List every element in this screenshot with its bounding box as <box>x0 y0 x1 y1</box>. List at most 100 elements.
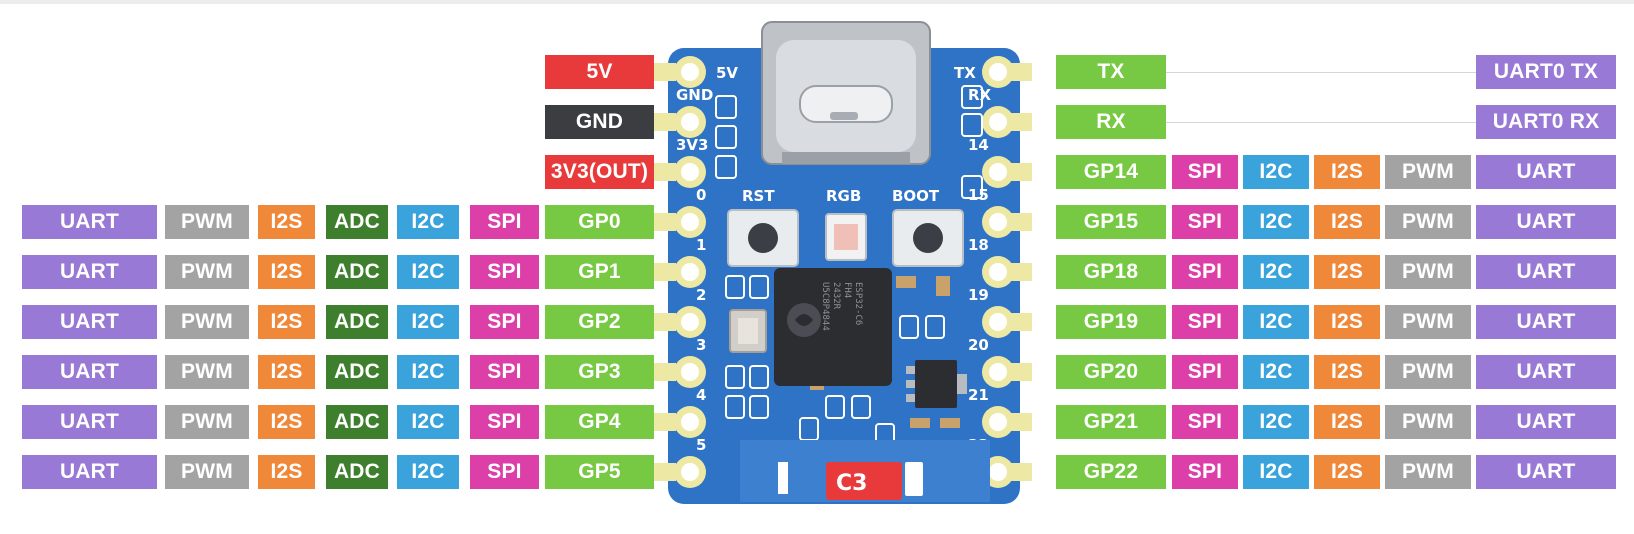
smd-footprint <box>851 395 871 419</box>
gp3-uart-tag: UART <box>22 355 157 389</box>
gp18-uart-tag: UART <box>1476 255 1616 289</box>
left-pin-header <box>654 363 676 381</box>
right-pin-header <box>1010 113 1032 131</box>
left-pin-header <box>654 463 676 481</box>
right-pin-header <box>1010 263 1032 281</box>
gp15-i2c-tag: I2C <box>1243 205 1309 239</box>
gp5-i2c-tag: I2C <box>397 455 459 489</box>
gp22-spi-tag: SPI <box>1172 455 1238 489</box>
gp3-i2s-tag: I2S <box>258 355 315 389</box>
gp19-uart-tag: UART <box>1476 305 1616 339</box>
uart0-rx-tag: UART0 RX <box>1476 105 1616 139</box>
gp21-pwm-tag: PWM <box>1385 405 1471 439</box>
gp21-i2c-tag: I2C <box>1243 405 1309 439</box>
left-pin-pads <box>654 56 706 488</box>
connector-line-tx <box>1166 72 1476 73</box>
gp14-spi-tag: SPI <box>1172 155 1238 189</box>
gp19-spi-tag: SPI <box>1172 305 1238 339</box>
pin-label-gp5: GP5 <box>545 455 654 489</box>
left-pin-header <box>654 113 676 131</box>
c3-module-label: C3 <box>836 471 867 496</box>
left-pad-hole <box>681 313 699 331</box>
gp22-i2c-tag: I2C <box>1243 455 1309 489</box>
left-silk-1: 1 <box>696 236 706 254</box>
right-silk-18: 18 <box>968 236 989 254</box>
gp3-spi-tag: SPI <box>470 355 539 389</box>
gp20-i2c-tag: I2C <box>1243 355 1309 389</box>
left-pin-header <box>654 263 676 281</box>
gp4-adc-tag: ADC <box>326 405 388 439</box>
gp4-i2s-tag: I2S <box>258 405 315 439</box>
left-silk-3v3: 3V3 <box>676 136 708 154</box>
right-pin-header <box>1010 463 1032 481</box>
left-silk-4: 4 <box>696 386 706 404</box>
gp2-uart-tag: UART <box>22 305 157 339</box>
pin-label-gp22: GP22 <box>1056 455 1166 489</box>
gp18-spi-tag: SPI <box>1172 255 1238 289</box>
left-pin-header <box>654 413 676 431</box>
right-pad-hole <box>989 113 1007 131</box>
gp4-uart-tag: UART <box>22 405 157 439</box>
gp18-pwm-tag: PWM <box>1385 255 1471 289</box>
gp15-spi-tag: SPI <box>1172 205 1238 239</box>
pin-label-gnd: GND <box>545 105 654 139</box>
boot-silk-label: BOOT <box>892 187 940 205</box>
chip-marking-line: U5C8P4844 <box>820 282 830 331</box>
left-pad-hole <box>681 463 699 481</box>
gp3-adc-tag: ADC <box>326 355 388 389</box>
left-pin-header <box>654 163 676 181</box>
right-pin-header <box>1010 213 1032 231</box>
gp0-i2c-tag: I2C <box>397 205 459 239</box>
smd-footprint <box>899 315 919 339</box>
gp5-uart-tag: UART <box>22 455 157 489</box>
smd-footprint <box>749 275 769 299</box>
smd-capacitor <box>896 276 916 288</box>
rgb-led <box>825 213 867 261</box>
gp18-i2s-tag: I2S <box>1314 255 1380 289</box>
gp0-i2s-tag: I2S <box>258 205 315 239</box>
gp2-pwm-tag: PWM <box>165 305 249 339</box>
right-silk-15: 15 <box>968 186 989 204</box>
usb-c-connector <box>761 21 931 165</box>
pin-label-gp1: GP1 <box>545 255 654 289</box>
gp1-i2c-tag: I2C <box>397 255 459 289</box>
right-pad-hole <box>989 163 1007 181</box>
right-pin-header <box>1010 163 1032 181</box>
gp0-adc-tag: ADC <box>326 205 388 239</box>
left-pad-hole <box>681 63 699 81</box>
left-pad-hole <box>681 213 699 231</box>
gp19-pwm-tag: PWM <box>1385 305 1471 339</box>
right-silk-tx: TX <box>954 64 976 82</box>
chip-marking-line: FH4 <box>842 282 852 298</box>
right-silk-19: 19 <box>968 286 989 304</box>
gp4-pwm-tag: PWM <box>165 405 249 439</box>
gp14-i2s-tag: I2S <box>1314 155 1380 189</box>
smd-footprint <box>749 395 769 419</box>
smd-footprint <box>961 175 983 199</box>
gp1-adc-tag: ADC <box>326 255 388 289</box>
left-silk-5v: 5V <box>716 64 738 82</box>
right-pad-hole <box>989 313 1007 331</box>
right-silk-21: 21 <box>968 386 989 404</box>
smd-footprint <box>725 395 745 419</box>
pin-label-3v3-out: 3V3(OUT) <box>545 155 654 189</box>
left-silk-gnd: GND <box>676 86 713 104</box>
pin-label-gp4: GP4 <box>545 405 654 439</box>
smd-footprint <box>725 365 745 389</box>
right-silk-rx: RX <box>968 86 992 104</box>
antenna-area <box>740 440 990 502</box>
boot-button <box>892 209 964 267</box>
gp4-spi-tag: SPI <box>470 405 539 439</box>
right-pad-hole <box>989 263 1007 281</box>
smd-footprint <box>725 275 745 299</box>
gp18-i2c-tag: I2C <box>1243 255 1309 289</box>
gp15-uart-tag: UART <box>1476 205 1616 239</box>
left-pad-hole <box>681 363 699 381</box>
pin-label-gp19: GP19 <box>1056 305 1166 339</box>
smd-footprint <box>825 395 845 419</box>
pin-label-5v: 5V <box>545 55 654 89</box>
left-silk-3: 3 <box>696 336 706 354</box>
smd-footprint <box>749 365 769 389</box>
gp5-i2s-tag: I2S <box>258 455 315 489</box>
